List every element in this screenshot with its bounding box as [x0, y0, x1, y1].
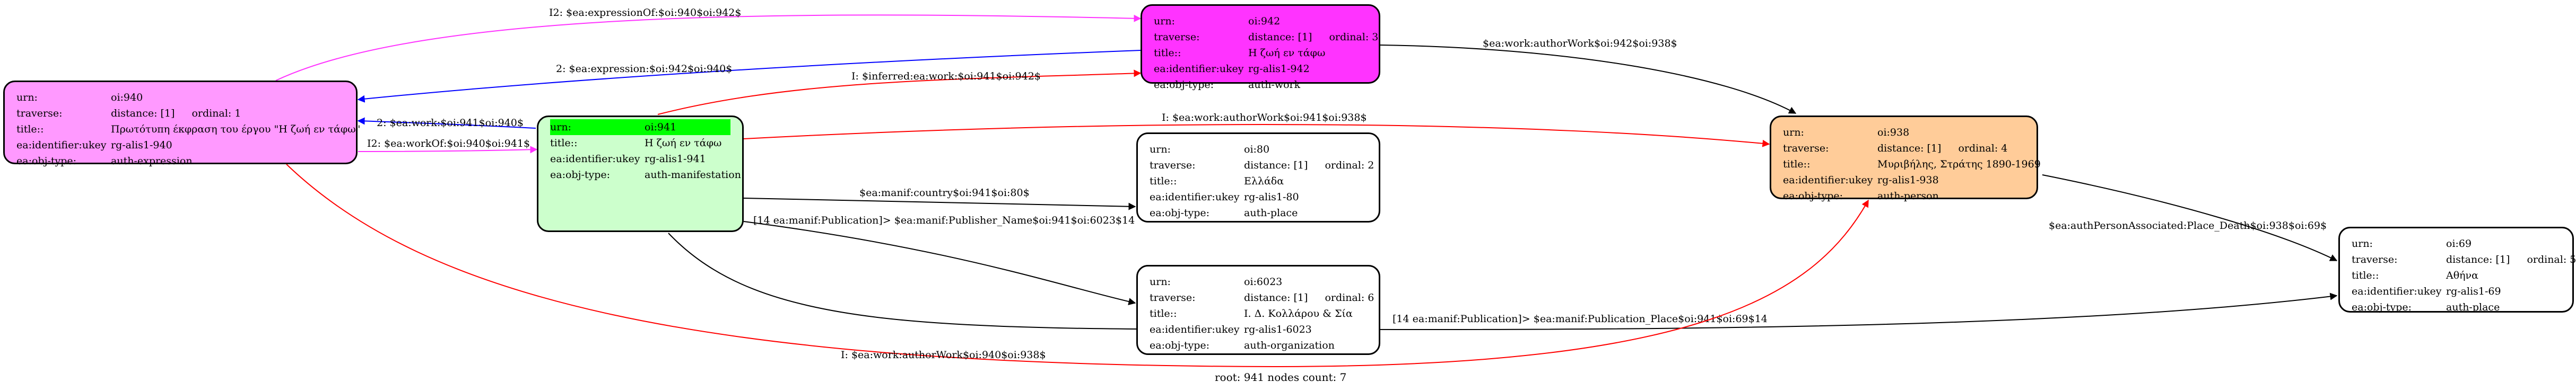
edge-label-publication-place: [14 ea:manif:Publication]> $ea:manif:Pub… — [1393, 313, 1768, 325]
edge-publisher-941-6023 — [743, 221, 1136, 306]
node-field-urn: urn:oi:6023 — [1150, 276, 1283, 288]
edge-authorwork-942-938 — [1379, 45, 1797, 114]
node-oi-941-root[interactable]: urn:oi:941 title::Η ζωή εν τάφω ea:ident… — [537, 115, 744, 232]
node-field-title: title::Αθήνα — [2352, 270, 2478, 281]
node-field-title: title::Πρωτότυπη έκφραση του έργου "Η ζω… — [16, 123, 361, 135]
node-field-title: title::Ι. Δ. Κολλάρου & Σία — [1150, 308, 1353, 319]
edge-inferred-work-941-942 — [657, 69, 1142, 115]
node-field-traverse: traverse:distance: [1]ordinal: 6 — [1150, 292, 1374, 304]
node-field-title: title::Μυριβήλης, Στράτης 1890-1969 — [1783, 158, 2041, 170]
node-field-title: title::Η ζωή εν τάφω — [550, 137, 722, 149]
node-oi-938[interactable]: urn:oi:938 traverse:distance: [1]ordinal… — [1770, 115, 2041, 202]
edge-work-941-940 — [357, 117, 536, 129]
node-field-urn: urn:oi:938 — [1783, 127, 1910, 138]
edge-workof-940-941 — [358, 146, 538, 154]
node-field-objtype: ea:obj-type:auth-expression — [16, 155, 193, 167]
node-field-urn: urn:oi:80 — [1150, 144, 1270, 155]
node-oi-80[interactable]: urn:oi:80 traverse:distance: [1]ordinal:… — [1136, 132, 1380, 223]
edge-place-death-938-69 — [2042, 174, 2338, 261]
edge-label-inferred-work: I: $inferred:ea:work:$oi:941$oi:942$ — [851, 70, 1041, 82]
node-field-objtype: ea:obj-type:auth-place — [1150, 207, 1298, 219]
edge-label-publisher: [14 ea:manif:Publication]> $ea:manif:Pub… — [753, 215, 1135, 226]
node-field-objtype: ea:obj-type:auth-organization — [1150, 340, 1335, 351]
node-field-traverse: traverse:distance: [1]ordinal: 3 — [1154, 31, 1379, 43]
edge-label-authorwork-941: I: $ea:work:authorWork$oi:941$oi:938$ — [1162, 112, 1367, 123]
node-field-traverse: traverse:distance: [1]ordinal: 1 — [16, 108, 241, 119]
edge-expressionof-940-942 — [275, 14, 1142, 81]
edge-label-authorwork-942: $ea:work:authorWork$oi:942$oi:938$ — [1483, 38, 1677, 49]
edge-expression-942-940 — [357, 50, 1141, 103]
edge-label-place-death: $ea:authPersonAssociated:Place_Death$oi:… — [2049, 220, 2327, 232]
node-field-objtype: ea:obj-type:auth-place — [2352, 301, 2500, 313]
node-field-title: title::Ελλάδα — [1150, 175, 1284, 187]
node-oi-69[interactable]: urn:oi:69 traverse:distance: [1]ordinal:… — [2338, 227, 2576, 313]
edge-authorwork-940-938 — [286, 164, 1869, 368]
edge-label-country: $ea:manif:country$oi:941$oi:80$ — [859, 187, 1030, 199]
node-field-urn: urn:oi:940 — [16, 92, 143, 103]
edge-label-work: 2: $ea:work:$oi:941$oi:940$ — [377, 117, 524, 129]
edge-label-expressionof: I2: $ea:expressionOf:$oi:940$oi:942$ — [549, 7, 741, 19]
node-oi-940[interactable]: urn:oi:940 traverse:distance: [1]ordinal… — [3, 81, 361, 167]
node-field-traverse: traverse:distance: [1]ordinal: 4 — [1783, 143, 2008, 154]
node-field-title: title::Η ζωή εν τάφω — [1154, 47, 1326, 59]
node-field-urn-root: urn:oi:941 — [550, 119, 730, 135]
node-field-objtype: ea:obj-type:auth-person — [1783, 190, 1939, 202]
node-oi-942[interactable]: urn:oi:942 traverse:distance: [1]ordinal… — [1141, 4, 1380, 91]
graph-root-summary: root: 941 nodes count: 7 — [1215, 371, 1347, 384]
edge-authorwork-941-938 — [743, 124, 1770, 147]
node-field-traverse: traverse:distance: [1]ordinal: 2 — [1150, 159, 1374, 171]
node-field-urn: urn:oi:69 — [2352, 238, 2472, 250]
node-field-urn: urn:oi:942 — [1154, 15, 1281, 27]
node-field-objtype: ea:obj-type:auth-manifestation — [550, 169, 741, 181]
edge-publication-place-941-69 — [668, 233, 2338, 331]
node-field-traverse: traverse:distance: [1]ordinal: 5 — [2352, 254, 2576, 265]
node-field-objtype: ea:obj-type:auth-work — [1154, 79, 1301, 91]
edge-label-workof: I2: $ea:workOf:$oi:940$oi:941$ — [367, 138, 530, 149]
edge-label-authorwork-940: I: $ea:work:authorWork$oi:940$oi:938$ — [841, 349, 1046, 361]
edge-label-expression: 2: $ea:expression:$oi:942$oi:940$ — [556, 63, 732, 75]
edge-country-941-80 — [743, 198, 1136, 210]
node-oi-6023[interactable]: urn:oi:6023 traverse:distance: [1]ordina… — [1136, 265, 1380, 355]
